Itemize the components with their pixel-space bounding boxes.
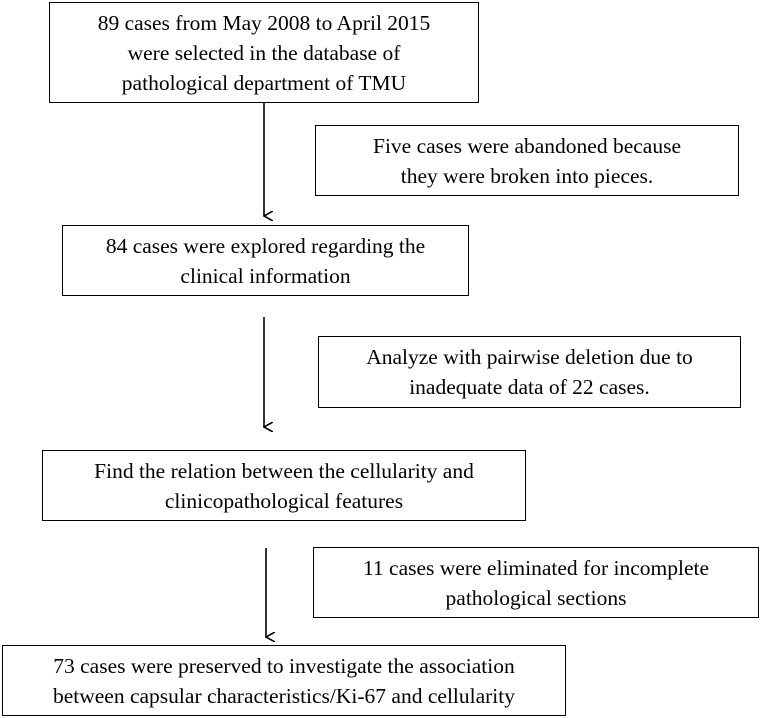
flow-step-4-line-1: 73 cases were preserved to investigate t… [53,653,515,678]
flow-step-3-line-2: clinicopathological features [164,488,404,513]
flow-step-3-line-1: Find the relation between the cellularit… [94,458,474,483]
flow-note-2-line-1: Analyze with pairwise deletion due to [366,345,693,369]
flow-note-1-line-1: Five cases were abandoned because [372,133,682,158]
flow-note-1-line-2: they were broken into pieces. [400,163,654,188]
flow-step-2-line-2: clinical information [180,263,351,288]
flow-note-3-line-2: pathological sections [445,585,627,610]
flow-step-3-box: Find the relation between the cellularit… [42,450,526,521]
flow-step-1-box: 89 cases from May 2008 to April 2015 wer… [49,2,479,103]
flow-step-4-line-2: between capsular characteristics/Ki-67 a… [52,683,516,708]
flow-note-3-line-1: 11 cases were eliminated for incomplete [362,555,710,580]
flow-step-4-box: 73 cases were preserved to investigate t… [2,645,566,716]
flow-note-2-line-2: inadequate data of 22 cases. [409,375,650,399]
flow-note-2-box: Analyze with pairwise deletion due to in… [318,336,741,408]
flow-step-1-line-3: pathological department of TMU [121,70,407,95]
flow-note-3-box: 11 cases were eliminated for incomplete … [313,547,759,618]
flow-note-1-box: Five cases were abandoned because they w… [315,125,739,196]
flow-step-2-box: 84 cases were explored regarding the cli… [62,225,469,296]
flow-step-2-line-1: 84 cases were explored regarding the [105,233,426,258]
flow-step-1-line-2: were selected in the database of [127,40,401,65]
flow-step-1-line-1: 89 cases from May 2008 to April 2015 [97,10,431,35]
